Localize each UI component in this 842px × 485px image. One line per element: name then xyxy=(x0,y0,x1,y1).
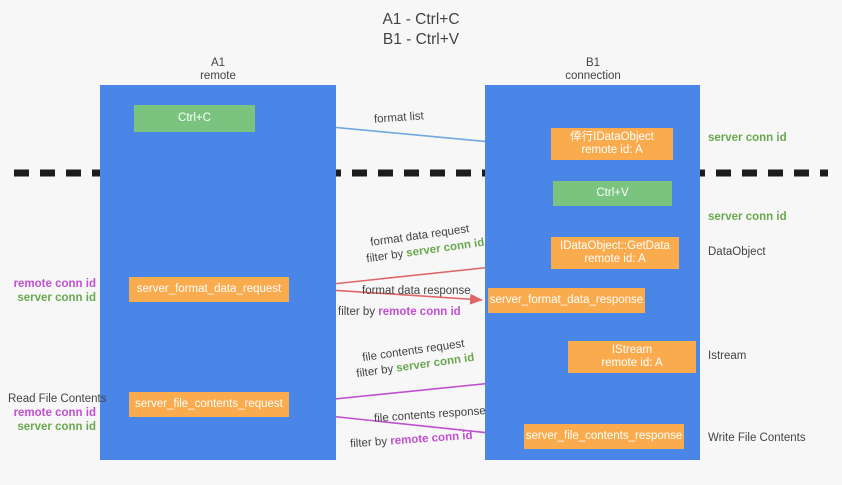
node-ctrl-c[interactable]: Ctrl+C xyxy=(134,105,255,132)
side-label-dataobject-text: DataObject xyxy=(708,246,766,258)
side-label-server-conn-id-2: server conn id xyxy=(17,421,96,433)
node-idataobject-line-2: remote id: A xyxy=(581,144,643,156)
lane-a1-sub: remote xyxy=(200,70,236,82)
node-istream-line-2: remote id: A xyxy=(601,357,663,369)
side-label-write-file-contents: Write File Contents xyxy=(708,431,806,445)
side-label-server-conn-id-top-text: server conn id xyxy=(708,132,787,144)
lane-b1-sub: connection xyxy=(565,70,621,82)
node-server-format-data-request-label: server_format_data_request xyxy=(136,282,282,295)
node-idataobject-getdata[interactable]: IDataObject::GetData remote id: A xyxy=(551,237,679,269)
edge-label-format-list-text: format list xyxy=(373,110,425,126)
node-server-file-contents-request-label: server_file_contents_request xyxy=(135,397,283,410)
side-label-server-conn-id-1: server conn id xyxy=(17,292,96,304)
edge-label-fdres-filter-prefix: filter by xyxy=(338,306,379,318)
node-server-file-contents-request[interactable]: server_file_contents_request xyxy=(129,392,289,417)
title-line-2: B1 - Ctrl+V xyxy=(382,31,460,48)
node-server-format-data-request[interactable]: server_format_data_request xyxy=(129,277,289,302)
side-label-server-conn-id-mid-text: server conn id xyxy=(708,211,787,223)
side-label-remote-conn-id-2: remote conn id xyxy=(13,407,96,419)
side-label-server-conn-id-top: server conn id xyxy=(708,131,787,145)
node-ctrl-v-label: Ctrl+V xyxy=(596,186,629,199)
side-label-dataobject: DataObject xyxy=(708,245,766,259)
title-line-1: A1 - Ctrl+C xyxy=(382,11,460,28)
lane-header-a1: A1 remote xyxy=(138,57,298,83)
side-label-remote-conn-id-1: remote conn id xyxy=(13,278,96,290)
side-label-write-file-contents-text: Write File Contents xyxy=(708,432,806,444)
lane-header-b1: B1 connection xyxy=(523,57,663,83)
node-ctrl-c-label: Ctrl+C xyxy=(178,111,211,124)
edge-label-fcres-filter-prefix: filter by xyxy=(349,435,391,451)
side-label-server-conn-id-mid: server conn id xyxy=(708,210,787,224)
edge-label-format-data-response: format data response xyxy=(362,284,471,299)
node-istream-line-1: IStream xyxy=(611,343,653,356)
node-getdata-line-1: IDataObject::GetData xyxy=(560,239,670,252)
edge-label-format-data-response-text: format data response xyxy=(362,285,471,297)
node-ctrl-v[interactable]: Ctrl+V xyxy=(553,181,672,206)
side-label-istream-text: Istream xyxy=(708,350,747,362)
node-server-file-contents-response-label: server_file_contents_response xyxy=(525,429,683,442)
side-label-conn-ids-format: remote conn id server conn id xyxy=(8,277,96,305)
node-server-format-data-response-label: server_format_data_response xyxy=(489,293,644,306)
diagram-title: A1 - Ctrl+C B1 - Ctrl+V xyxy=(0,10,842,50)
side-label-read-file-contents-group: Read File Contents remote conn id server… xyxy=(8,392,107,434)
edge-label-fdres-filter-value: remote conn id xyxy=(378,306,461,318)
node-istream[interactable]: IStream remote id: A xyxy=(568,341,696,373)
node-getdata-line-2: remote id: A xyxy=(584,253,646,265)
node-idataobject-line-1: 倖行IDataObject xyxy=(570,130,654,143)
node-server-format-data-response[interactable]: server_format_data_response xyxy=(488,288,645,313)
node-server-file-contents-response[interactable]: server_file_contents_response xyxy=(524,424,684,449)
lane-a1-name: A1 xyxy=(210,57,226,69)
node-idataobject[interactable]: 倖行IDataObject remote id: A xyxy=(551,128,673,160)
side-label-istream: Istream xyxy=(708,349,746,363)
edge-label-format-data-response-filter: filter by remote conn id xyxy=(338,305,461,320)
lane-b1-name: B1 xyxy=(585,57,601,69)
side-label-read-file-contents-text: Read File Contents xyxy=(8,393,107,405)
